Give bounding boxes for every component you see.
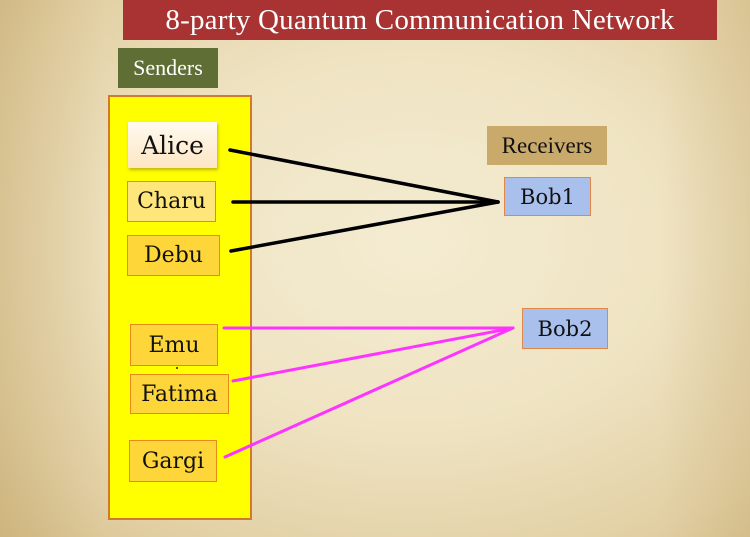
sender-node-gargi: Gargi	[129, 440, 217, 482]
page-title: 8-party Quantum Communication Network	[123, 0, 717, 40]
sender-node-charu: Charu	[127, 181, 216, 222]
receiver-node-bob2: Bob2	[522, 308, 608, 349]
stray-dot	[176, 367, 178, 369]
link-gargi-bob2	[223, 326, 515, 459]
receiver-node-bob1: Bob1	[504, 177, 591, 216]
link-alice-bob1	[228, 148, 500, 204]
sender-node-fatima: Fatima	[130, 374, 229, 414]
sender-node-emu: Emu	[130, 324, 218, 366]
link-debu-bob1	[229, 200, 500, 253]
receivers-label: Receivers	[487, 126, 607, 165]
sender-node-debu: Debu	[127, 235, 220, 276]
sender-node-alice: Alice	[128, 122, 217, 168]
senders-label: Senders	[118, 48, 218, 88]
link-fatima-bob2	[231, 326, 515, 383]
